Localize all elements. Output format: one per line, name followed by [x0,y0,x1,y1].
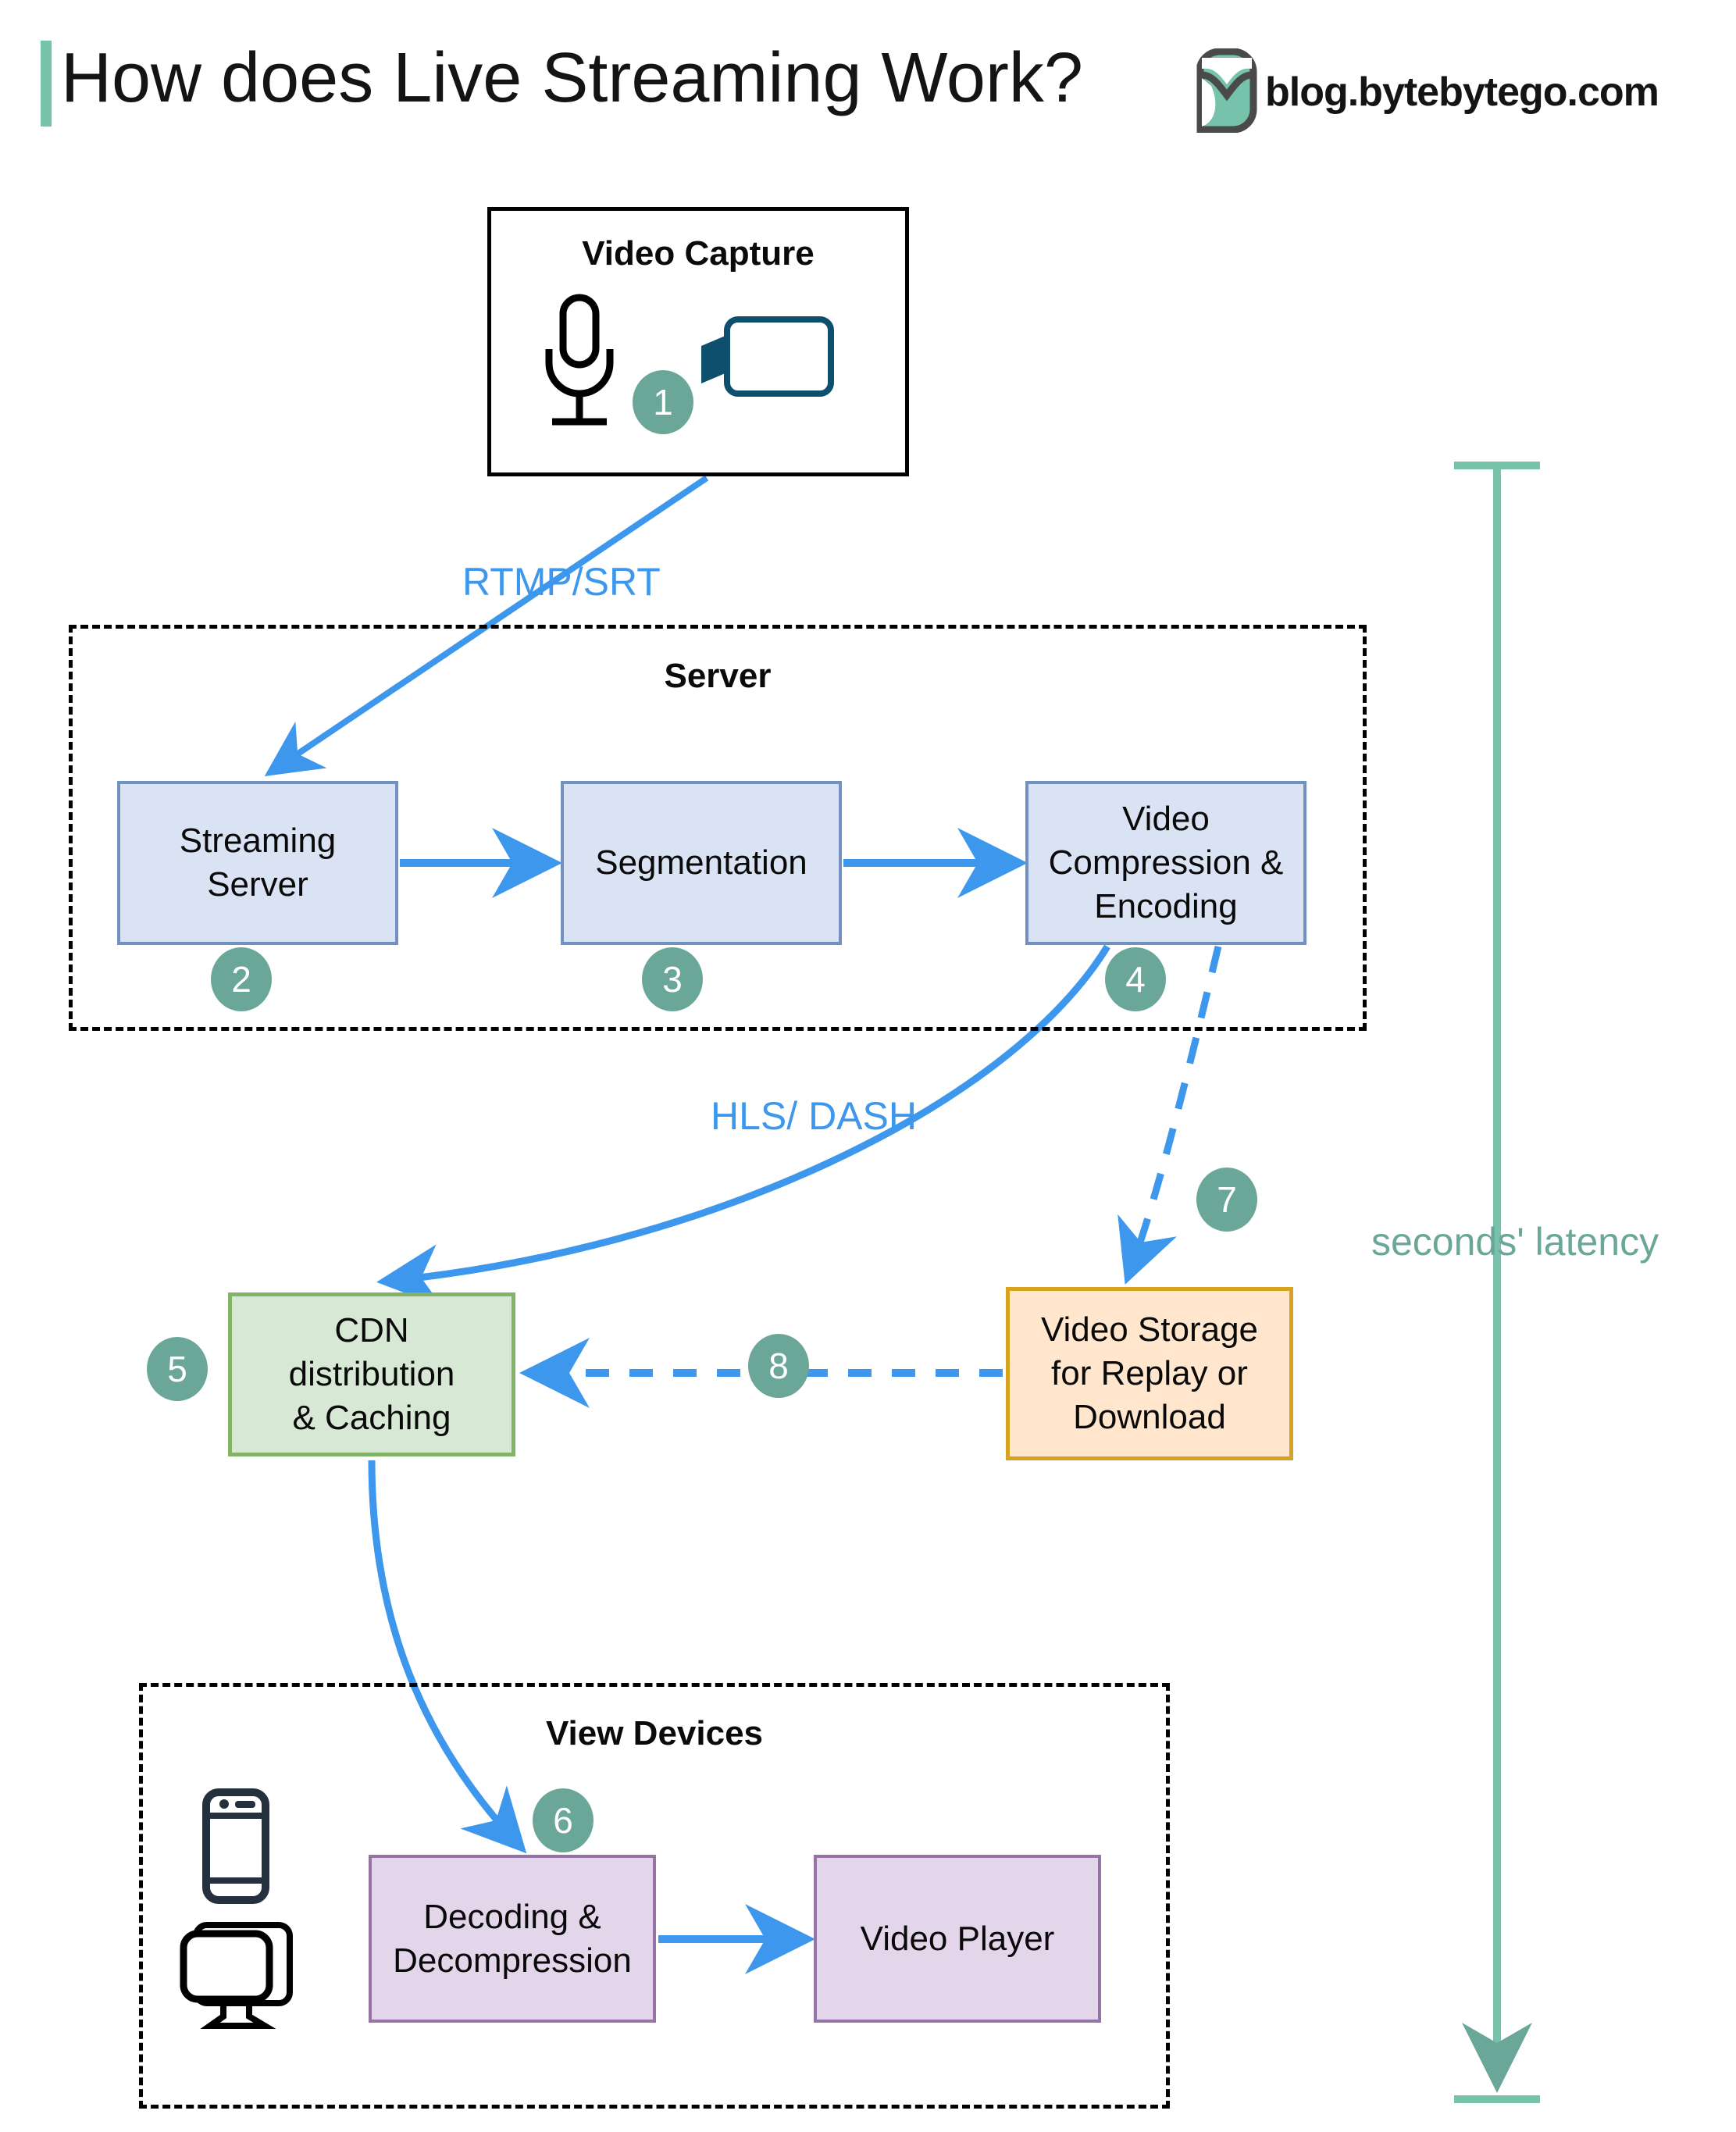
video-capture-title: Video Capture [582,234,815,273]
segmentation-label: Segmentation [595,843,807,882]
smartphone-icon [202,1788,269,1908]
encode-line2: Compression & [1048,843,1284,882]
encode-line3: Encoding [1094,887,1238,925]
step-badge-1: 1 [633,370,693,434]
hls-line1: HLS/ [711,1094,798,1138]
view-devices-group: View Devices [139,1683,1170,2109]
brand-label: blog.bytebytego.com [1265,70,1659,115]
title-accent-bar [41,41,52,127]
video-camera-icon [683,308,839,406]
storage-line2: for Replay or [1051,1354,1248,1392]
page-title: How does Live Streaming Work? [61,39,1083,117]
node-cdn-distribution-caching[interactable]: CDN distribution & Caching [228,1292,515,1456]
streaming-server-line2: Server [207,865,308,904]
streaming-server-line1: Streaming [179,822,337,860]
microphone-icon [538,293,620,437]
cdn-line1: CDN distribution [288,1311,455,1393]
decode-line1: Decoding & [423,1897,601,1936]
server-group: Server [69,625,1367,1031]
node-streaming-server[interactable]: Streaming Server [117,781,398,945]
step-badge-4: 4 [1105,947,1166,1011]
decode-line2: Decompression [393,1941,632,1980]
view-devices-title: View Devices [545,1714,764,1752]
cdn-line2: & Caching [292,1399,451,1437]
step-badge-8: 8 [748,1334,809,1398]
video-player-label: Video Player [860,1919,1055,1958]
desktop-monitor-icon [179,1921,294,2034]
storage-line1: Video Storage [1040,1310,1259,1349]
step-badge-6: 6 [533,1788,594,1852]
edge-label-rtmp-srt: RTMP/SRT [462,560,661,604]
server-title: Server [664,657,772,695]
storage-line3: Download [1073,1398,1226,1436]
node-segmentation[interactable]: Segmentation [561,781,842,945]
node-video-player[interactable]: Video Player [814,1855,1101,2023]
hls-line2: DASH [808,1094,917,1138]
video-capture-group: Video Capture [487,207,909,476]
header: How does Live Streaming Work? blog.byteb… [0,0,1736,156]
step-badge-7: 7 [1196,1168,1257,1232]
bytebytego-logo-icon [1192,48,1261,134]
node-video-compression-encoding[interactable]: Video Compression & Encoding [1025,781,1306,945]
latency-label: seconds' latency [1371,1220,1659,1264]
node-video-storage[interactable]: Video Storage for Replay or Download [1006,1287,1293,1460]
encode-line1: Video [1122,800,1210,838]
edge-label-hls-dash: HLS/ DASH [711,1093,917,1139]
step-badge-2: 2 [211,947,272,1011]
step-badge-3: 3 [642,947,703,1011]
node-decoding-decompression[interactable]: Decoding & Decompression [369,1855,656,2023]
step-badge-5: 5 [147,1337,208,1401]
